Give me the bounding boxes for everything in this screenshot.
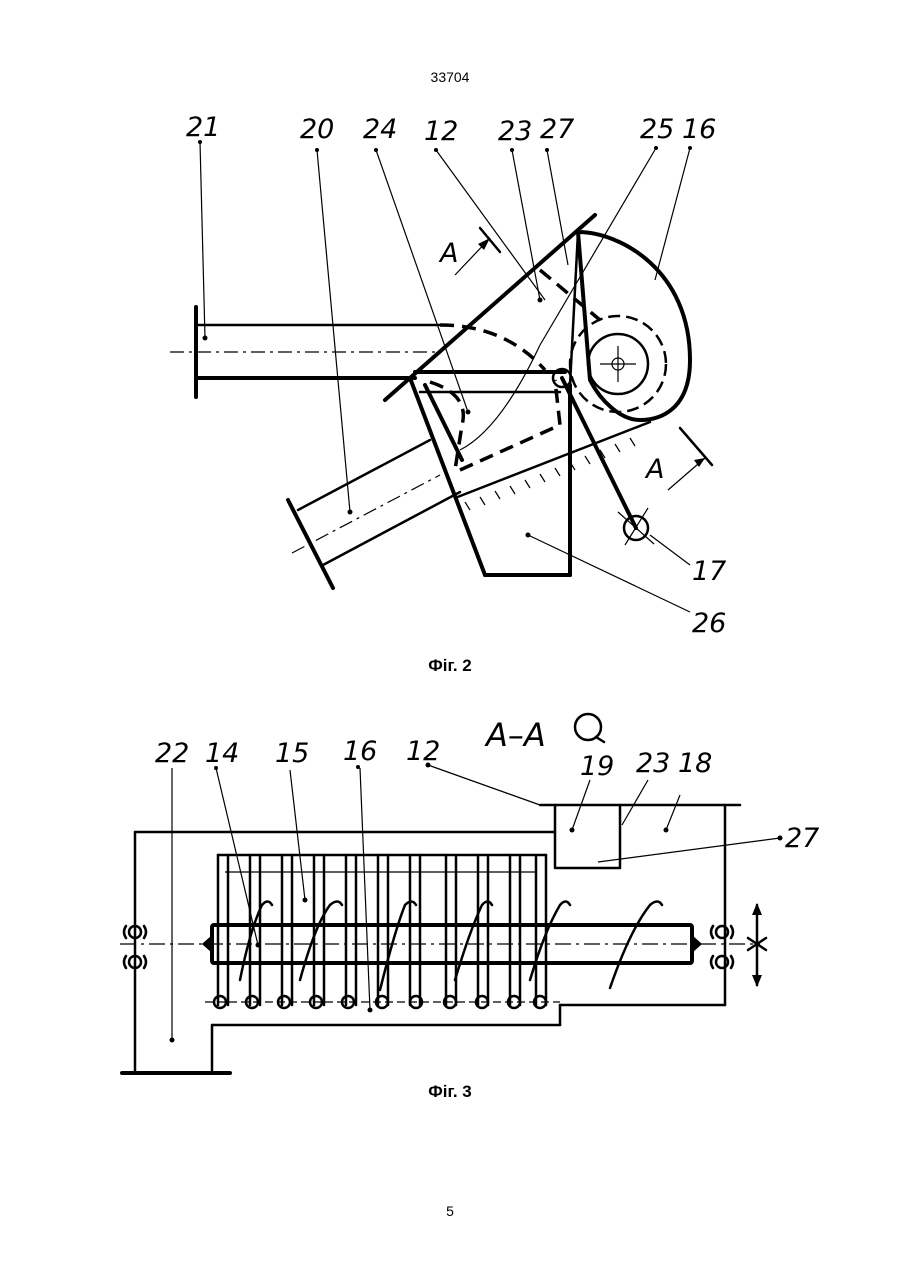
label-21: 21 xyxy=(186,112,220,143)
label-20: 20 xyxy=(300,114,334,145)
label-23: 23 xyxy=(498,116,532,147)
section-title-a-a: A–A xyxy=(484,716,546,754)
label-17: 17 xyxy=(692,556,726,587)
label-15: 15 xyxy=(275,738,309,769)
label-25: 25 xyxy=(640,114,674,145)
figure-2-drawing: 21 20 24 12 23 27 25 16 A A 17 26 xyxy=(170,112,726,639)
label-23: 23 xyxy=(636,748,670,779)
label-12: 12 xyxy=(424,116,458,147)
page-number: 5 xyxy=(0,1203,900,1219)
figure-3-drawing: A–A 22 14 15 16 12 19 23 18 27 xyxy=(120,714,819,1073)
label-22: 22 xyxy=(155,738,189,769)
label-18: 18 xyxy=(678,748,712,779)
label-26: 26 xyxy=(692,608,726,639)
figure-2-caption: Фіг. 2 xyxy=(0,656,900,676)
label-12: 12 xyxy=(406,736,440,767)
pipe-20-flange xyxy=(288,500,333,588)
label-27: 27 xyxy=(540,114,574,145)
label-a-bottom: A xyxy=(644,454,664,485)
label-19: 19 xyxy=(580,751,614,782)
figure-3-caption: Фіг. 3 xyxy=(0,1082,900,1102)
label-24: 24 xyxy=(363,114,397,145)
label-16: 16 xyxy=(343,736,377,767)
label-14: 14 xyxy=(205,738,239,769)
label-a-top: A xyxy=(438,238,458,269)
label-27: 27 xyxy=(785,823,819,854)
label-16: 16 xyxy=(682,114,716,145)
